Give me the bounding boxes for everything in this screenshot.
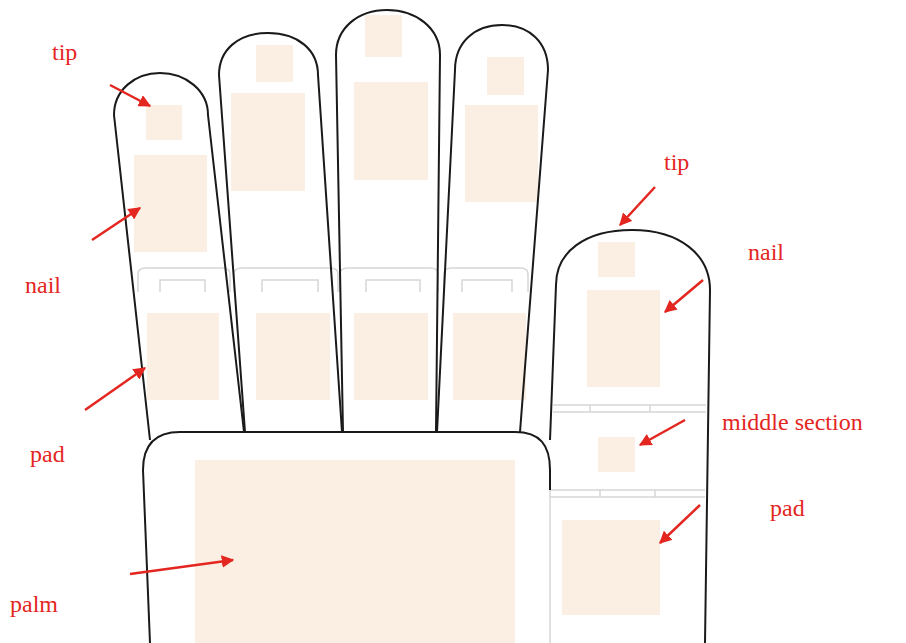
- finger-outline: [336, 10, 440, 432]
- thumb-outline: [550, 230, 710, 643]
- finger-outline: [219, 33, 342, 432]
- knuckle-seam: [234, 268, 338, 292]
- leader-arrow: [92, 208, 140, 240]
- part-label: pad: [770, 496, 805, 520]
- pad-area: [453, 313, 526, 400]
- nail-area: [231, 93, 305, 191]
- palm-area: [195, 460, 515, 643]
- sensor-areas: [134, 15, 660, 643]
- finger-outline: [114, 73, 244, 440]
- pad-area: [562, 520, 660, 615]
- knuckle-seam: [160, 280, 205, 292]
- part-label: tip: [52, 40, 77, 64]
- tip-area: [146, 105, 182, 140]
- nail-area: [134, 155, 207, 252]
- glove-seams: [138, 268, 706, 643]
- glove-outline: [114, 10, 710, 643]
- part-label: tip: [664, 150, 689, 174]
- pad-area: [147, 313, 219, 400]
- leader-arrow: [620, 187, 655, 225]
- pad-area: [256, 313, 330, 400]
- palm-seam: [549, 490, 551, 643]
- tip-area: [365, 15, 402, 57]
- part-label: middle section: [722, 410, 863, 434]
- knuckle-seam: [462, 280, 512, 292]
- palm-outline: [143, 432, 550, 643]
- thumb-seam: [553, 405, 706, 412]
- leader-arrow: [130, 560, 233, 574]
- tip-area: [256, 45, 293, 82]
- tip-area: [487, 57, 524, 95]
- part-label: palm: [10, 592, 58, 616]
- part-label: pad: [30, 442, 65, 466]
- part-label: nail: [25, 273, 61, 297]
- tip-area: [598, 242, 635, 277]
- part-label: nail: [748, 240, 784, 264]
- leader-arrows: [85, 85, 703, 574]
- middle-area: [598, 437, 635, 472]
- nail-area: [354, 82, 428, 180]
- leader-arrow: [665, 280, 703, 312]
- nail-area: [465, 105, 538, 202]
- leader-arrow: [110, 85, 150, 106]
- leader-arrow: [640, 420, 685, 445]
- knuckle-seam: [366, 280, 420, 292]
- pad-area: [354, 313, 428, 400]
- thumb-seam: [550, 490, 705, 497]
- finger-outline: [437, 25, 548, 432]
- knuckle-seam: [138, 268, 230, 292]
- leader-arrow: [85, 368, 145, 410]
- knuckle-seam: [340, 268, 438, 292]
- leader-arrow: [660, 505, 700, 543]
- knuckle-seam: [444, 268, 528, 292]
- knuckle-seam: [262, 280, 318, 292]
- nail-area: [587, 290, 660, 387]
